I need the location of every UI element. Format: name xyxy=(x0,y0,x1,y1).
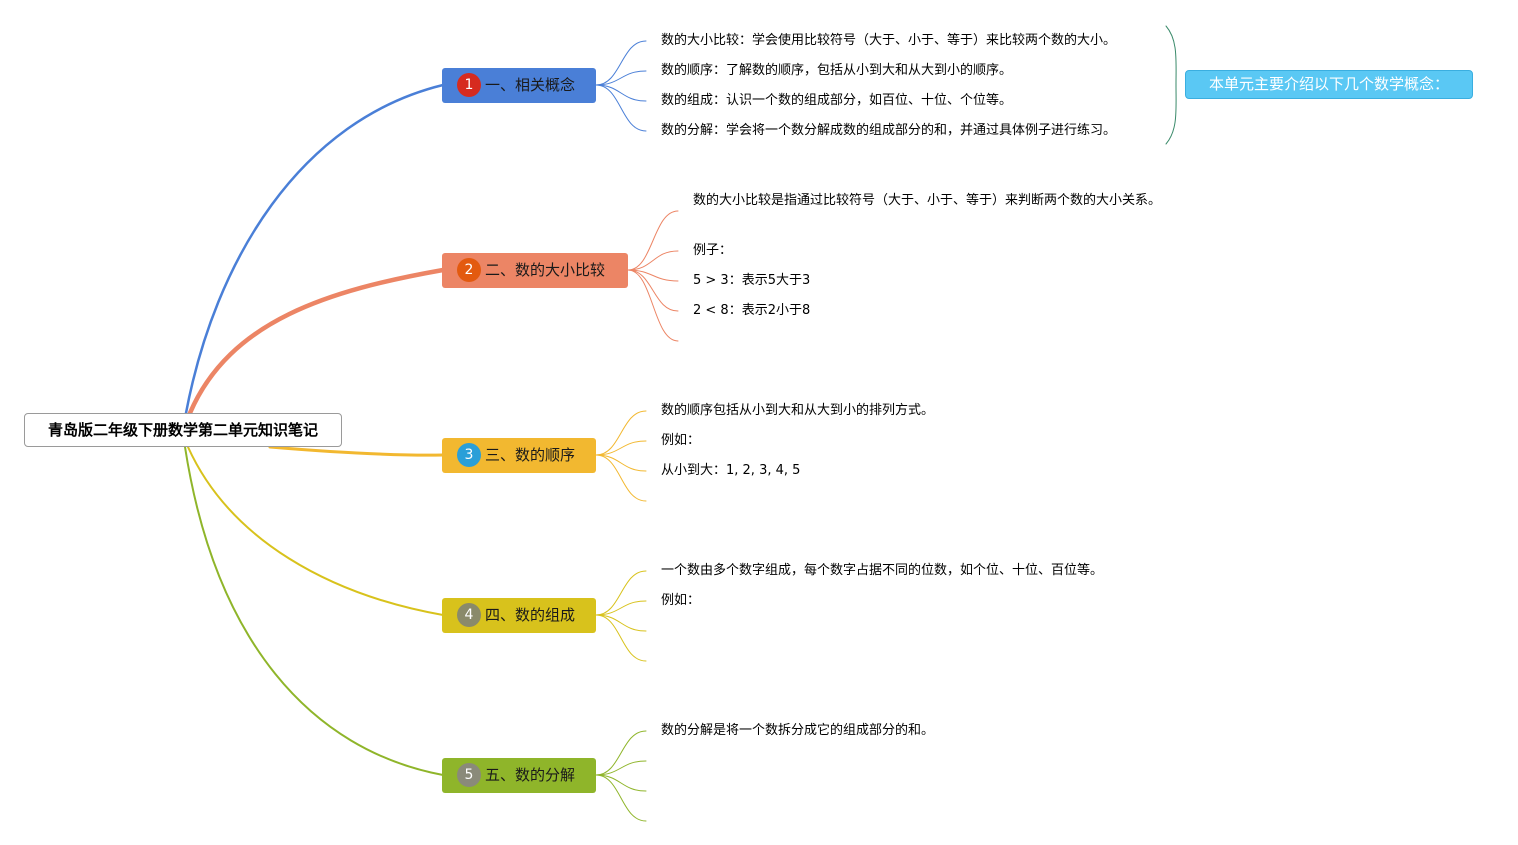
branch-label: 三、数的顺序 xyxy=(485,446,576,464)
fan-line-5-1 xyxy=(595,730,647,776)
leaf-text[interactable]: 例如： xyxy=(661,433,701,448)
summary-bracket xyxy=(1165,25,1177,145)
leaf-text[interactable]: 数的顺序包括从小到大和从大到小的排列方式。 xyxy=(661,403,935,418)
link-root-branch-4 xyxy=(187,446,444,616)
branch-label: 一、相关概念 xyxy=(485,76,576,94)
fan-line-1-1 xyxy=(595,40,647,86)
number-3-icon: 3 xyxy=(457,443,481,467)
number-2-icon: 2 xyxy=(457,258,481,282)
fan-line-5-4 xyxy=(595,774,647,822)
branch-number-composition[interactable]: 4 四、数的组成 xyxy=(442,598,596,633)
leaf-text[interactable]: 数的分解是将一个数拆分成它的组成部分的和。 xyxy=(661,723,935,738)
fan-line-3-2 xyxy=(595,440,647,456)
fan-line-2-2 xyxy=(627,250,679,271)
number-4-icon: 4 xyxy=(457,603,481,627)
branch-number-comparison[interactable]: 2 二、数的大小比较 xyxy=(442,253,628,288)
fan-line-5-2 xyxy=(595,760,647,776)
fan-line-1-4 xyxy=(595,84,647,132)
branch-number-decomposition[interactable]: 5 五、数的分解 xyxy=(442,758,596,793)
branch-related-concepts[interactable]: 1 一、相关概念 xyxy=(442,68,596,103)
fan-line-2-1 xyxy=(627,210,679,271)
leaf-text[interactable]: 例子： xyxy=(693,243,733,258)
fan-line-2-5 xyxy=(627,269,679,342)
fan-line-4-4 xyxy=(595,614,647,662)
fan-line-3-1 xyxy=(595,410,647,456)
branch-label: 二、数的大小比较 xyxy=(485,261,606,279)
branch-number-order[interactable]: 3 三、数的顺序 xyxy=(442,438,596,473)
leaf-text[interactable]: 数的分解：学会将一个数分解成数的组成部分的和，并通过具体例子进行练习。 xyxy=(661,123,1117,138)
fan-line-3-3 xyxy=(595,454,647,472)
summary-note[interactable]: 本单元主要介绍以下几个数学概念： xyxy=(1185,70,1473,99)
link-root-branch-5 xyxy=(184,446,444,776)
root-topic[interactable]: 青岛版二年级下册数学第二单元知识笔记 xyxy=(24,413,342,447)
branch-label: 五、数的分解 xyxy=(485,766,576,784)
leaf-text[interactable]: 数的大小比较是指通过比较符号（大于、小于、等于）来判断两个数的大小关系。 xyxy=(693,193,1162,208)
fan-line-4-1 xyxy=(595,570,647,616)
link-root-branch-3 xyxy=(268,445,445,457)
number-5-icon: 5 xyxy=(457,763,481,787)
leaf-text[interactable]: 数的大小比较：学会使用比较符号（大于、小于、等于）来比较两个数的大小。 xyxy=(661,33,1117,48)
fan-line-1-3 xyxy=(595,84,647,102)
fan-line-4-3 xyxy=(595,614,647,632)
leaf-text[interactable]: 一个数由多个数字组成，每个数字占据不同的位数，如个位、十位、百位等。 xyxy=(661,563,1104,578)
fan-line-5-3 xyxy=(595,774,647,792)
fan-line-3-4 xyxy=(595,454,647,502)
leaf-text[interactable]: 2 < 8：表示2小于8 xyxy=(693,303,811,318)
leaf-text[interactable]: 从小到大：1, 2, 3, 4, 5 xyxy=(661,463,801,478)
leaf-text[interactable]: 数的顺序：了解数的顺序，包括从小到大和从大到小的顺序。 xyxy=(661,63,1013,78)
leaf-text[interactable]: 例如： xyxy=(661,593,701,608)
link-root-branch-2 xyxy=(187,267,446,416)
branch-label: 四、数的组成 xyxy=(485,606,576,624)
leaf-text[interactable]: 5 > 3：表示5大于3 xyxy=(693,273,811,288)
fan-line-2-4 xyxy=(627,269,679,312)
number-1-icon: 1 xyxy=(457,73,481,97)
fan-line-1-2 xyxy=(595,70,647,86)
link-root-branch-1 xyxy=(184,83,445,415)
leaf-text[interactable]: 数的组成：认识一个数的组成部分，如百位、十位、个位等。 xyxy=(661,93,1013,108)
fan-line-4-2 xyxy=(595,600,647,616)
